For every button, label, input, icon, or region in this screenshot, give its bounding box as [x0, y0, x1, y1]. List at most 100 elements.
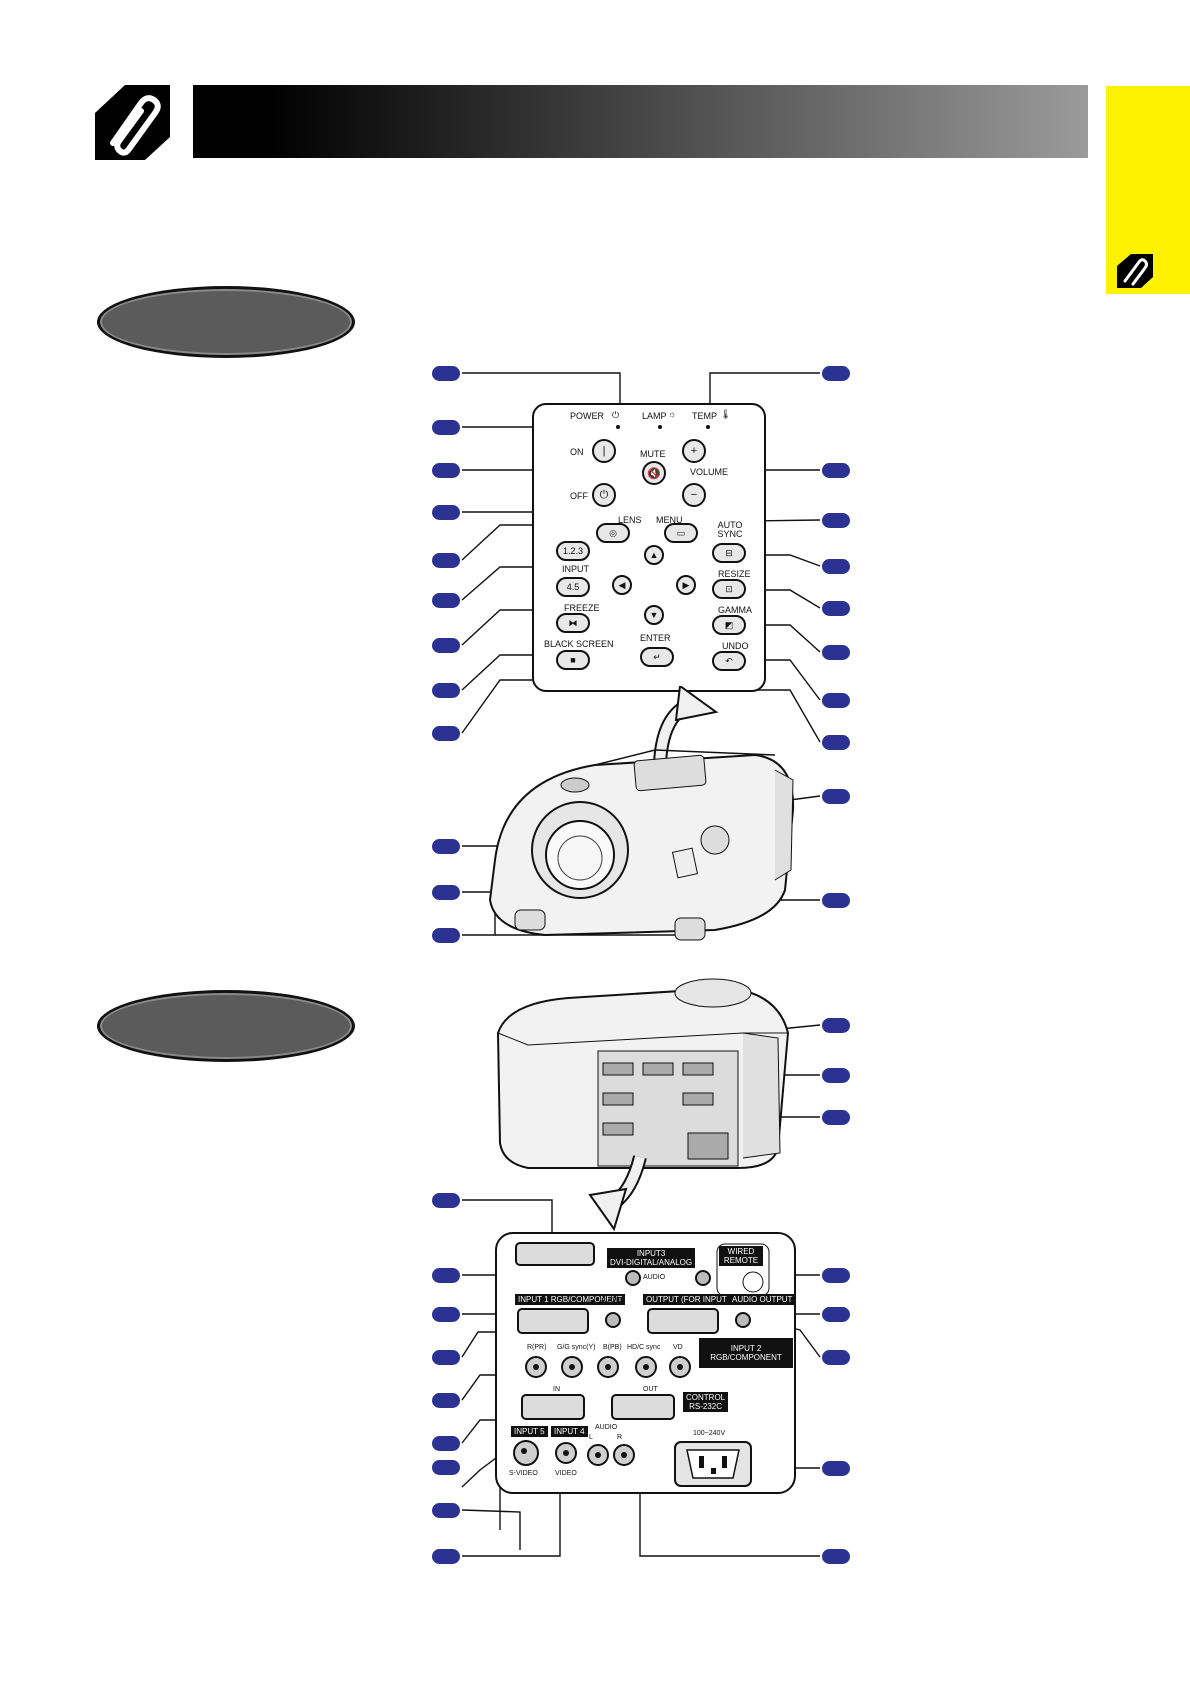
callout-badge	[432, 1503, 460, 1518]
callout-badge	[822, 1018, 850, 1033]
audio-output-jack[interactable]	[735, 1312, 751, 1328]
hd-c-sync-jack[interactable]	[635, 1356, 657, 1378]
rs232c-in-label: IN	[553, 1386, 560, 1393]
input4-tag: INPUT 4	[551, 1426, 588, 1437]
callout-badge	[822, 1350, 850, 1365]
undo-button[interactable]: ↶	[712, 651, 746, 671]
resize-label: RESIZE	[718, 569, 751, 579]
input1-audio-jack[interactable]	[605, 1312, 621, 1328]
resize-button[interactable]: ⊡	[712, 579, 746, 599]
input3-tag: INPUT3 DVI-DIGITAL/ANALOG	[607, 1248, 696, 1268]
audio-output-tag: AUDIO OUTPUT	[729, 1294, 796, 1305]
output-for-label: (FOR INPUT 1,2)	[680, 1295, 743, 1304]
menu-button[interactable]: ▭	[664, 523, 698, 543]
black-screen-label: BLACK SCREEN	[544, 639, 614, 649]
mute-button[interactable]: 🔇	[642, 461, 666, 485]
wired-remote-tag: WIRED REMOTE	[719, 1246, 763, 1266]
auto-sync-label: AUTO SYNC	[717, 520, 743, 539]
b-pb-jack[interactable]	[597, 1356, 619, 1378]
arrow-left-button[interactable]: ◀	[612, 575, 632, 595]
callout-badge	[822, 559, 850, 574]
input3-audio-label: AUDIO	[643, 1274, 666, 1281]
audio2-label: AUDIO	[595, 1424, 618, 1431]
top-control-panel: POWER ⏻ LAMP ☼ TEMP 🌡 ON | OFF ⏻ MUTE 🔇 …	[532, 403, 766, 692]
input2-label: INPUT 2	[730, 1344, 762, 1353]
paperclip-icon	[95, 85, 170, 160]
video-jack[interactable]	[555, 1442, 577, 1464]
control-label: CONTROL	[686, 1393, 726, 1402]
dvi-connector[interactable]	[515, 1242, 595, 1266]
arrow-right-button[interactable]: ▶	[676, 575, 696, 595]
input3-label: INPUT3	[636, 1249, 666, 1258]
ac-voltage-label: 100~240V	[693, 1430, 726, 1437]
callout-badge	[822, 1068, 850, 1083]
arrow-up-icon	[653, 686, 719, 765]
audio-l-jack[interactable]	[587, 1444, 609, 1466]
audio-r-jack[interactable]	[613, 1444, 635, 1466]
freeze-label: FREEZE	[564, 603, 600, 613]
mute-label: MUTE	[640, 449, 666, 459]
arrow-down-icon	[588, 1155, 647, 1232]
power-indicator-label: POWER	[570, 411, 605, 421]
black-screen-button[interactable]: ■	[556, 650, 590, 670]
callout-badge	[822, 1110, 850, 1125]
input1-rgb-connector[interactable]	[517, 1308, 589, 1334]
paperclip-icon	[1117, 254, 1153, 288]
callout-badge	[822, 735, 850, 750]
b-pb-label: B(PB)	[603, 1344, 622, 1351]
callout-badge	[432, 1460, 460, 1475]
off-button[interactable]: ⏻	[592, 483, 616, 507]
projector-rear-illustration	[496, 978, 790, 1169]
rs232c-in-connector[interactable]	[521, 1394, 585, 1420]
r-pr-jack[interactable]	[525, 1356, 547, 1378]
wired-remote-jack[interactable]	[695, 1270, 711, 1286]
hd-c-sync-label: HD/C sync	[627, 1344, 661, 1351]
volume-down-button[interactable]: −	[682, 483, 706, 507]
volume-up-button[interactable]: +	[682, 439, 706, 463]
lamp-indicator-label: LAMP	[642, 411, 667, 421]
lamp-icon: ☼	[668, 409, 677, 419]
gamma-button[interactable]: ◩	[712, 615, 746, 635]
audio-r-label: R	[617, 1434, 623, 1441]
auto-sync-button[interactable]: ⊟	[712, 543, 746, 563]
input-label: INPUT	[562, 564, 589, 574]
callout-badge	[432, 928, 460, 943]
callout-badge	[432, 839, 460, 854]
enter-label: ENTER	[640, 633, 671, 643]
input-45-button[interactable]: 4.5	[556, 577, 590, 597]
arrow-up-button[interactable]: ▲	[644, 545, 664, 565]
freeze-button[interactable]: ⧓	[556, 613, 590, 633]
arrow-down-button[interactable]: ▼	[644, 605, 664, 625]
projector-front-illustration	[488, 749, 795, 941]
ac-socket[interactable]	[673, 1440, 753, 1488]
thermometer-icon: 🌡	[720, 409, 732, 419]
s-video-jack[interactable]	[513, 1440, 539, 1466]
callout-badge	[432, 1393, 460, 1408]
input3-audio-jack[interactable]	[625, 1270, 641, 1286]
output-tag: OUTPUT (FOR INPUT 1,2)	[643, 1294, 746, 1305]
input5-tag: INPUT 5	[511, 1426, 548, 1437]
callout-badge	[822, 1461, 850, 1476]
vd-jack[interactable]	[669, 1356, 691, 1378]
callout-badge	[432, 366, 460, 381]
control-tag: CONTROL RS-232C	[683, 1392, 729, 1412]
undo-label: UNDO	[722, 641, 749, 651]
callout-badge	[432, 683, 460, 698]
input-123-button[interactable]: 1.2.3	[556, 541, 590, 561]
g-sync-y-jack[interactable]	[561, 1356, 583, 1378]
rs232c-out-connector[interactable]	[611, 1394, 675, 1420]
on-button[interactable]: |	[592, 439, 616, 463]
enter-button[interactable]: ↵	[640, 647, 674, 667]
callout-badge	[432, 726, 460, 741]
callout-badge	[822, 463, 850, 478]
lens-button[interactable]: ◎	[596, 523, 630, 543]
callout-badge	[822, 601, 850, 616]
callout-badge	[432, 420, 460, 435]
callout-badge	[822, 1307, 850, 1322]
rgb-output-connector[interactable]	[647, 1308, 719, 1334]
power-icon: ⏻	[612, 410, 620, 420]
input1-tag: INPUT 1 RGB/COMPONENT	[515, 1294, 626, 1305]
callout-badge	[822, 366, 850, 381]
input1-rgb-label: RGB/COMPONENT	[550, 1295, 623, 1304]
callout-badge	[822, 789, 850, 804]
